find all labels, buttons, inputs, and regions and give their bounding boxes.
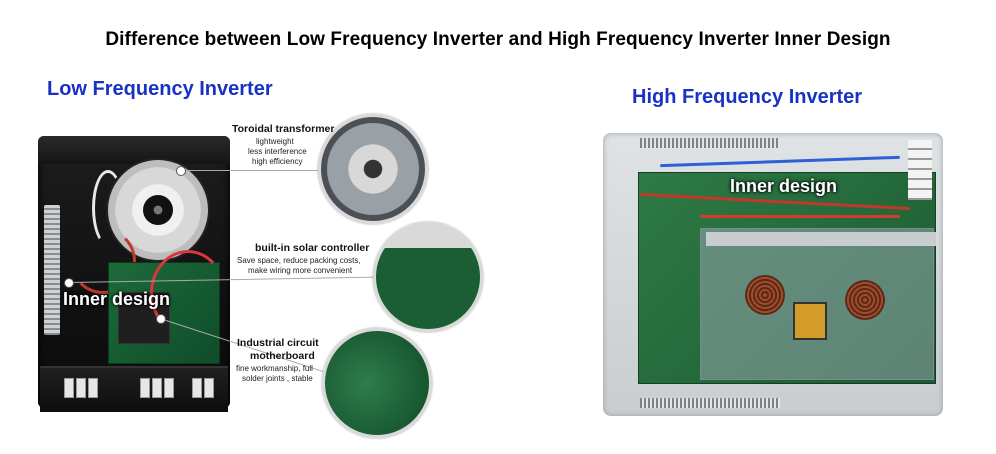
low-frequency-heading: Low Frequency Inverter [47,78,273,100]
lf-wire [92,170,124,246]
lf-terminal [192,378,202,398]
lf-terminal [76,378,86,398]
callout-line: Save space, reduce packing costs, [237,256,361,265]
lf-case-top [38,136,230,164]
hf-vent [640,138,780,148]
toroidal-transformer-hub [143,195,173,225]
callout-title-motherboard: Industrial circuit [237,337,319,349]
lf-inner-design-label: Inner design [63,289,171,309]
callout-title-motherboard-2: motherboard [250,350,315,362]
callout-title-toroidal: Toroidal transformer [232,123,335,135]
callout-title-solar-controller: built-in solar controller [255,242,370,254]
lf-terminal [140,378,150,398]
toroidal-transformer-closeup [318,114,428,224]
callout-dot [176,166,186,176]
hf-wire [700,215,900,218]
callout-leader-line [180,170,320,171]
callout-line: less interference [248,147,307,156]
solar-controller-closeup [373,222,483,332]
lf-terminal [152,378,162,398]
callout-line: solder joints , stable [242,374,313,383]
hf-metal-bracket [706,232,936,246]
lf-wire [150,250,226,336]
callout-line: lightweight [256,137,294,146]
hf-transformer [793,302,827,340]
lf-heatsink [44,205,60,335]
hf-inductor-coil [745,275,785,315]
page-title: Difference between Low Frequency Inverte… [105,29,891,50]
callout-line: fine workmanship, full [236,364,313,373]
callout-dot [64,278,74,288]
callout-line: high efficiency [252,157,303,166]
lf-terminal [164,378,174,398]
callout-line: make wiring more convenient [248,266,353,275]
lf-terminal [64,378,74,398]
hf-inductor-coil [845,280,885,320]
hf-inner-design-label: Inner design [730,176,838,196]
callout-dot [156,314,166,324]
motherboard-closeup [322,328,432,438]
hf-terminal-block [908,140,932,200]
lf-wire [70,228,136,294]
lf-terminal [88,378,98,398]
lf-terminal [204,378,214,398]
high-frequency-heading: High Frequency Inverter [632,86,863,108]
hf-vent [640,398,780,408]
